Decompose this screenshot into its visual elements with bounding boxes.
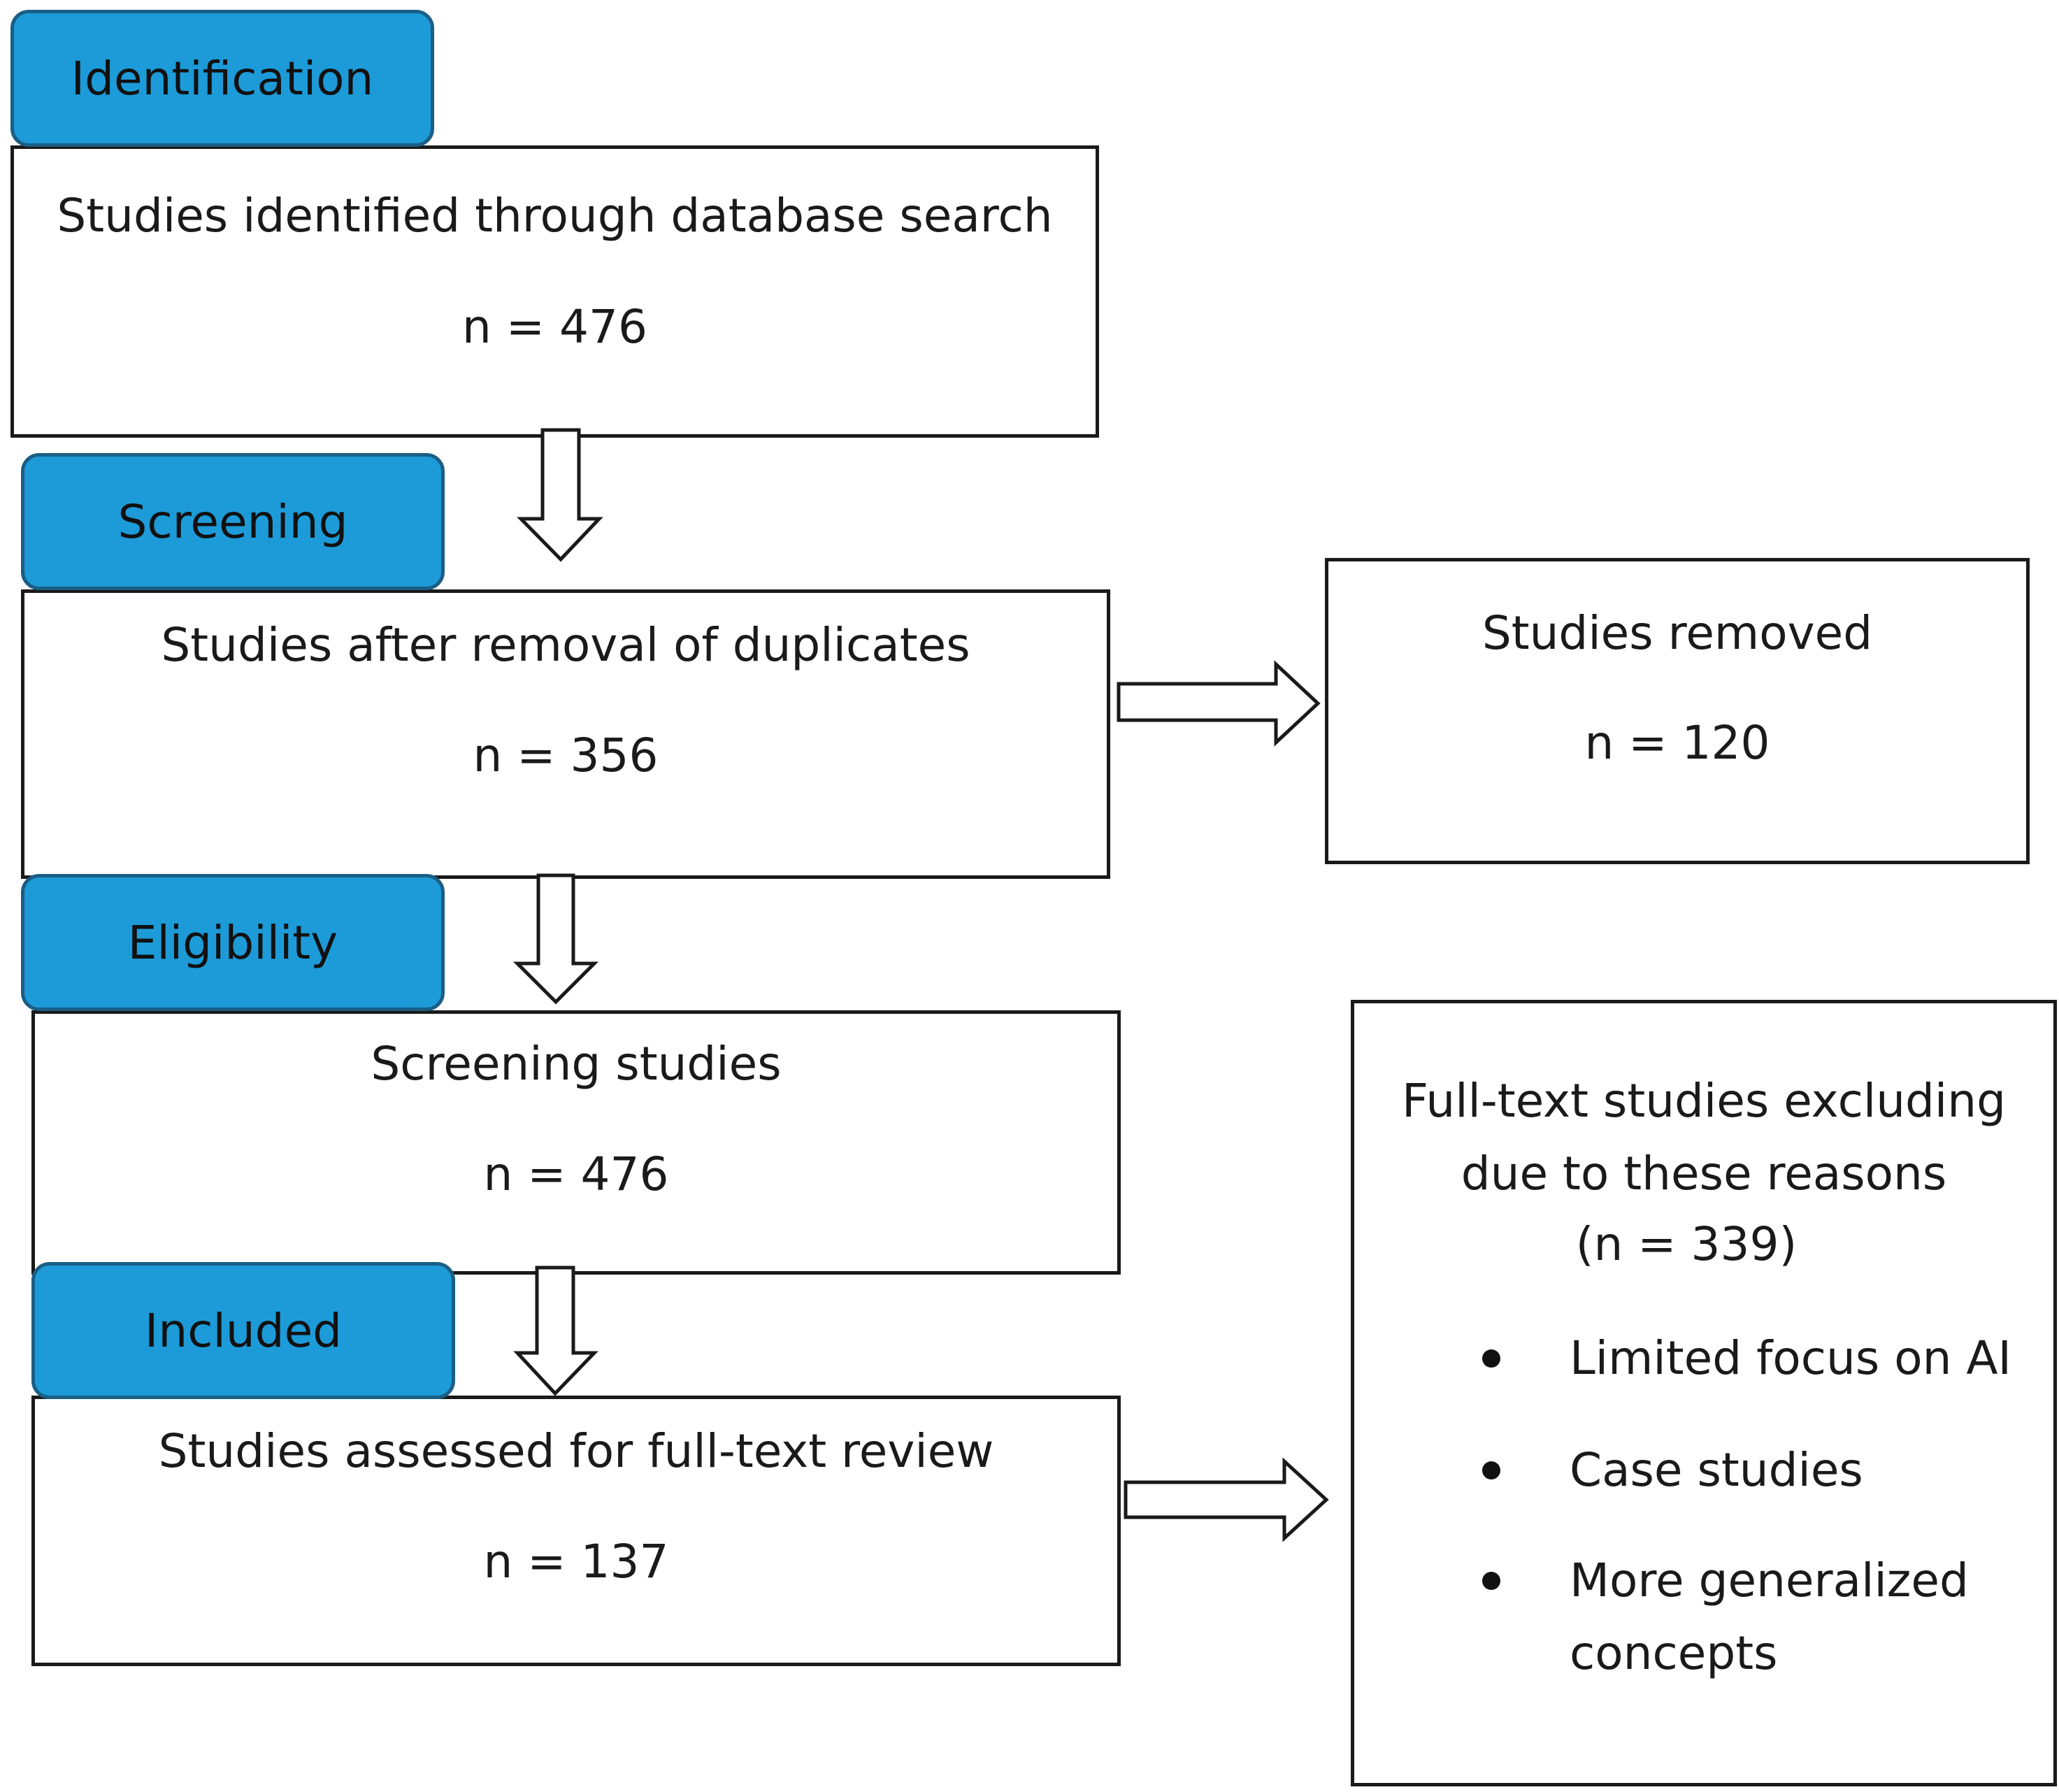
reason-item: More generalized <box>1570 1554 1969 1607</box>
identified-title: Studies identified through database sear… <box>57 189 1053 243</box>
removed-box: Studies removed n = 120 <box>1325 558 2030 864</box>
bullet-dot <box>1482 1461 1500 1479</box>
excluded-title-line2: due to these reasons <box>1461 1147 1947 1200</box>
stage-screening-label: Screening <box>117 494 348 549</box>
excluded-count: (n = 339) <box>1575 1217 1798 1271</box>
stage-eligibility-label: Eligibility <box>127 915 338 970</box>
down-arrow-1 <box>517 428 603 562</box>
after-duplicates-title: Studies after removal of duplicates <box>161 618 970 672</box>
screening-count: n = 476 <box>483 1147 669 1201</box>
excluded-title-line1: Full-text studies excluding <box>1402 1074 2006 1128</box>
reason-item: Case studies <box>1570 1443 1863 1497</box>
assessed-count: n = 137 <box>483 1535 669 1589</box>
removed-title: Studies removed <box>1482 606 1873 660</box>
stage-eligibility: Eligibility <box>21 874 445 1011</box>
screening-title: Screening studies <box>371 1037 782 1091</box>
down-arrow-3 <box>513 1266 598 1396</box>
identified-box: Studies identified through database sear… <box>10 145 1099 438</box>
assessed-box: Studies assessed for full-text review n … <box>31 1396 1121 1666</box>
identified-count: n = 476 <box>461 300 648 354</box>
stage-identification: Identification <box>10 10 434 147</box>
right-arrow-1 <box>1117 660 1321 747</box>
stage-identification-label: Identification <box>71 51 374 106</box>
bullet-dot <box>1482 1349 1500 1368</box>
stage-included: Included <box>31 1262 455 1399</box>
removed-count: n = 120 <box>1584 716 1770 770</box>
down-arrow-2 <box>512 873 599 1005</box>
reason-item: Limited focus on AI <box>1570 1331 2011 1385</box>
excluded-box: Full-text studies excluding due to these… <box>1351 1000 2057 1786</box>
after-duplicates-count: n = 356 <box>473 729 659 782</box>
reason-item-continuation: concepts <box>1570 1626 1778 1680</box>
assessed-title: Studies assessed for full-text review <box>158 1424 994 1478</box>
after-duplicates-box: Studies after removal of duplicates n = … <box>21 589 1110 879</box>
screening-box: Screening studies n = 476 <box>31 1010 1121 1275</box>
bullet-dot <box>1482 1572 1500 1590</box>
stage-included-label: Included <box>144 1303 343 1358</box>
right-arrow-2 <box>1124 1457 1329 1542</box>
stage-screening: Screening <box>21 453 445 590</box>
